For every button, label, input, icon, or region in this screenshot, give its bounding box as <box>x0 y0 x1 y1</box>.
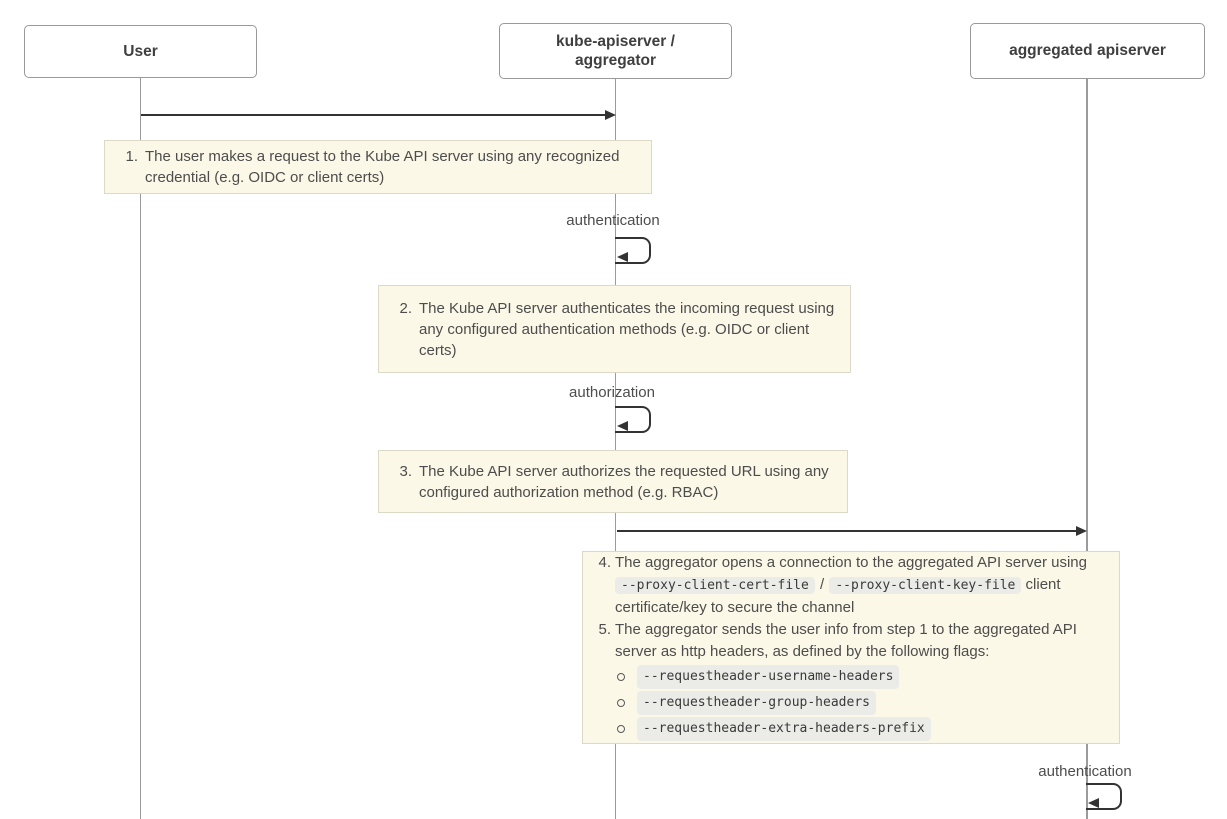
lifeline-aggregated-apiserver <box>1086 77 1088 819</box>
circle-bullet-icon <box>617 725 625 733</box>
self-loop-authentication-kube <box>615 237 651 264</box>
arrowhead-user-to-kube <box>605 110 616 120</box>
note-step-4-number: 4. <box>598 553 611 571</box>
self-loop-authentication-aggregated <box>1086 783 1122 810</box>
arrow-user-to-kube <box>141 114 605 116</box>
note-step-5-number: 5. <box>598 620 611 638</box>
code-proxy-client-key-file: --proxy-client-key-file <box>829 576 1022 594</box>
participant-aggregated-apiserver: aggregated apiserver <box>970 23 1205 79</box>
note-step-1: 1. The user makes a request to the Kube … <box>104 140 652 194</box>
circle-bullet-icon <box>617 699 625 707</box>
arrow-kube-to-aggregated <box>617 530 1076 532</box>
label-authentication-aggregated: authentication <box>1038 763 1132 780</box>
note-step-3-number: 3. <box>399 462 412 480</box>
code-requestheader-extra-headers-prefix: --requestheader-extra-headers-prefix <box>637 717 931 741</box>
code-requestheader-username-headers: --requestheader-username-headers <box>637 665 900 689</box>
lifeline-user <box>139 77 141 819</box>
note-step-2-number: 2. <box>399 299 412 317</box>
note-step-2: 2. The Kube API server authenticates the… <box>378 285 851 373</box>
participant-kube-apiserver-aggregator: kube-apiserver / aggregator <box>499 23 732 79</box>
note-step-5-intro: The aggregator sends the user info from … <box>615 620 1077 660</box>
circle-bullet-icon <box>617 673 625 681</box>
note-step-3-text: The Kube API server authorizes the reque… <box>419 462 829 501</box>
code-separator: / <box>820 575 825 593</box>
note-step-4-text-after: client certificate/key to secure the cha… <box>615 575 1061 616</box>
self-loop-authorization-kube <box>615 406 651 433</box>
note-step-4-5: 4. The aggregator opens a connection to … <box>582 551 1120 744</box>
note-step-3: 3. The Kube API server authorizes the re… <box>378 450 848 513</box>
self-loop-authentication-aggregated-arrowhead <box>1088 798 1099 808</box>
label-authentication-kube: authentication <box>566 212 660 229</box>
participant-user: User <box>24 25 257 78</box>
label-authorization-kube: authorization <box>569 384 655 401</box>
participant-kube-apiserver-aggregator-label: kube-apiserver / aggregator <box>556 32 675 69</box>
self-loop-authorization-kube-arrowhead <box>617 421 628 431</box>
participant-user-label: User <box>123 42 158 60</box>
note-step-4-text-before: The aggregator opens a connection to the… <box>615 553 1087 571</box>
participant-aggregated-apiserver-label: aggregated apiserver <box>1009 42 1166 60</box>
code-proxy-client-cert-file: --proxy-client-cert-file <box>615 576 815 594</box>
flag-item: --requestheader-username-headers <box>617 665 1109 689</box>
note-step-1-text: The user makes a request to the Kube API… <box>145 148 620 186</box>
code-requestheader-group-headers: --requestheader-group-headers <box>637 691 876 715</box>
lifeline-kube-apiserver <box>614 77 616 819</box>
note-step-5-text: The aggregator sends the user info from … <box>615 619 1109 744</box>
note-step-4-text: The aggregator opens a connection to the… <box>615 552 1109 619</box>
flag-item: --requestheader-extra-headers-prefix <box>617 717 1109 741</box>
note-step-1-number: 1. <box>125 148 138 165</box>
flag-item: --requestheader-group-headers <box>617 691 1109 715</box>
arrowhead-kube-to-aggregated <box>1076 526 1087 536</box>
note-step-2-text: The Kube API server authenticates the in… <box>419 299 835 359</box>
self-loop-authentication-kube-arrowhead <box>617 252 628 262</box>
